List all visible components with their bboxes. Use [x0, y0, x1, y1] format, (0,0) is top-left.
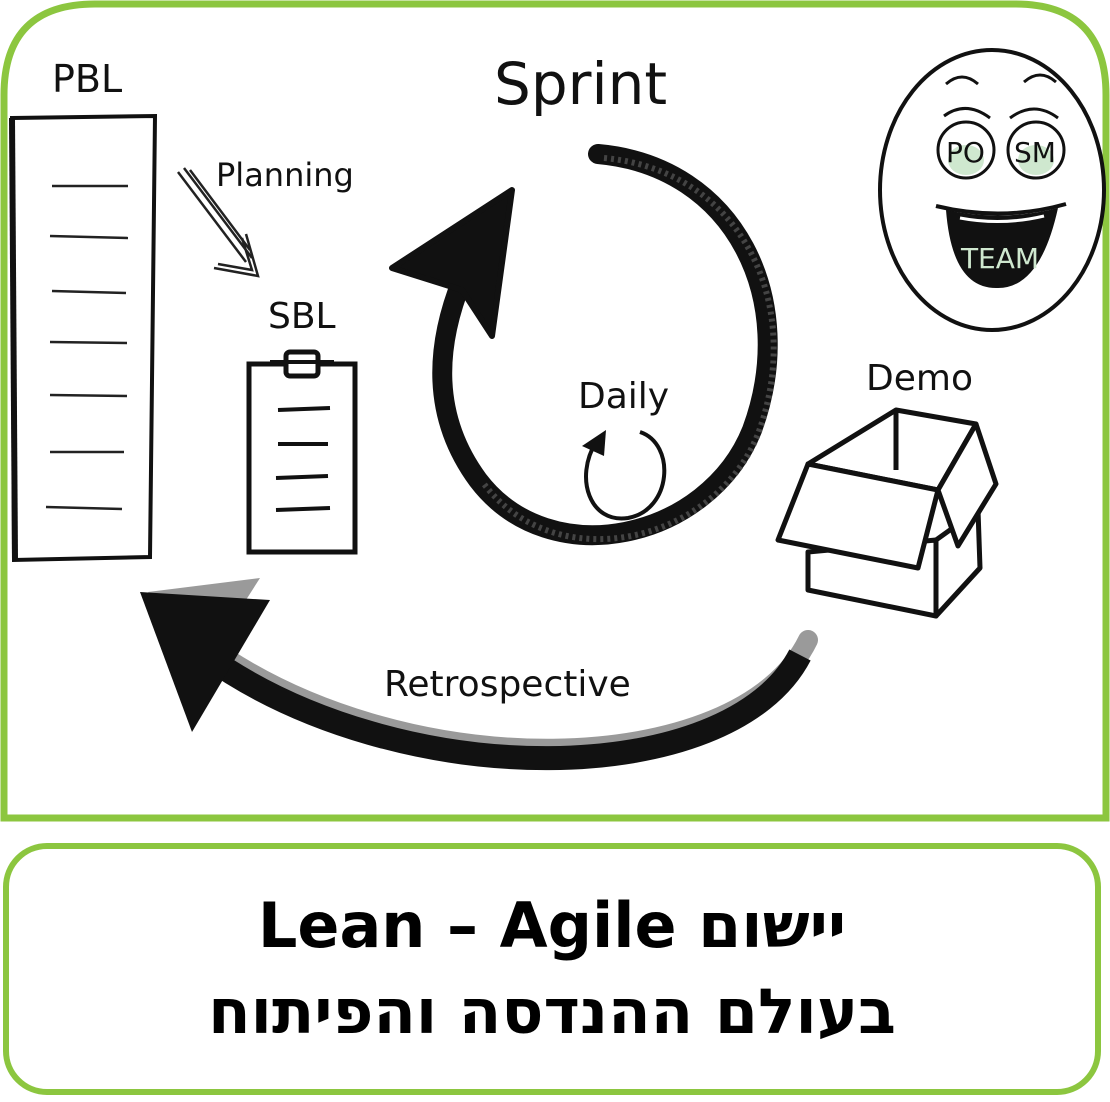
scrum-diagram-svg: PBL Planning SBL Sprint D: [0, 0, 1110, 822]
open-box-icon: [775, 407, 999, 619]
sprint-label: Sprint: [494, 50, 667, 118]
team-mouth-label: TEAM: [960, 242, 1039, 275]
scrum-diagram: PBL Planning SBL Sprint D: [0, 0, 1110, 822]
demo-label: Demo: [866, 358, 973, 399]
sbl-label: SBL: [268, 296, 336, 337]
daily-label: Daily: [578, 376, 669, 417]
clipboard-icon: [246, 349, 358, 555]
po-eye-label: PO: [946, 136, 985, 169]
sm-eye-label: SM: [1014, 136, 1056, 169]
retrospective-arrow-icon: [140, 578, 818, 771]
sprint-cycle-arrow-icon: [389, 144, 778, 546]
pbl-label: PBL: [52, 57, 122, 101]
caption-line-2: בעולם ההנדסה והפיתוח: [208, 975, 896, 1048]
daily-cycle-arrow-icon: [582, 430, 667, 521]
caption-line-1: יישום Lean – Agile: [257, 889, 847, 962]
retrospective-label: Retrospective: [384, 664, 631, 705]
planning-arrow-icon: [177, 167, 260, 278]
smiley-face-icon: [878, 48, 1106, 332]
planning-label: Planning: [216, 156, 354, 194]
diagram-frame: [0, 0, 1110, 822]
backlog-list-icon: [9, 113, 158, 563]
caption-box: יישום Lean – Agile בעולם ההנדסה והפיתוח: [3, 843, 1101, 1095]
